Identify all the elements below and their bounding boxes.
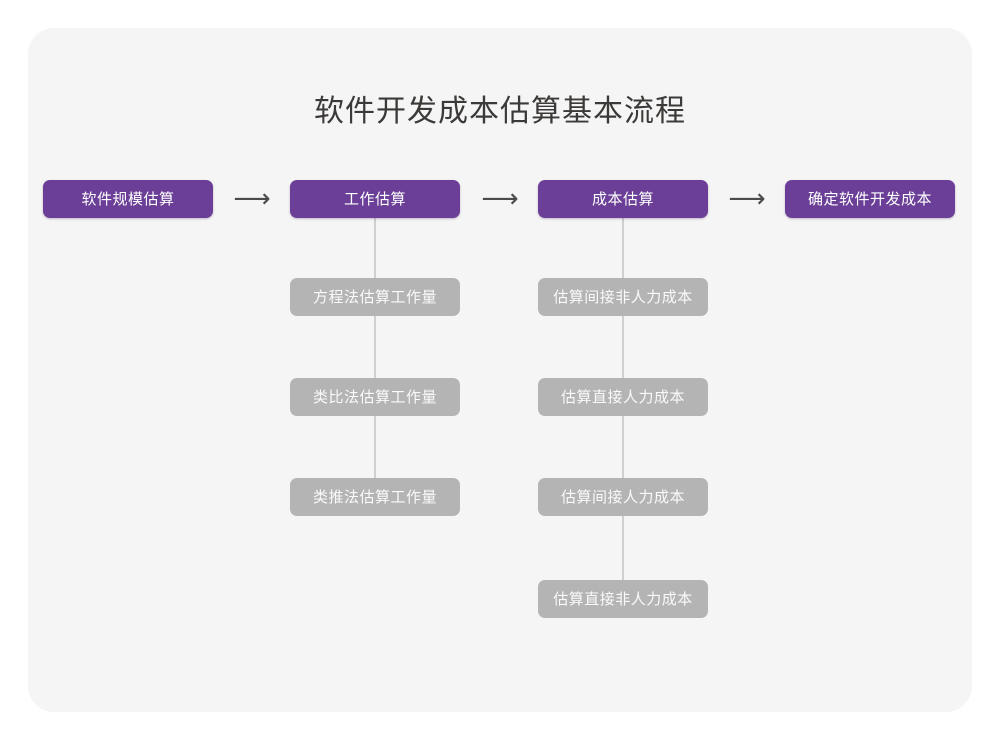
page-title: 软件开发成本估算基本流程 bbox=[314, 95, 686, 128]
arrow-icon-3: ⟶ bbox=[728, 184, 766, 214]
sub-step-equation-method-workload[interactable]: 方程法估算工作量 bbox=[290, 278, 460, 316]
sub-step-indirect-non-labor-cost[interactable]: 估算间接非人力成本 bbox=[538, 278, 708, 316]
arrow-icon-2: ⟶ bbox=[481, 184, 519, 214]
arrow-icon-1: ⟶ bbox=[233, 184, 271, 214]
connector-line-work-estimation bbox=[374, 213, 376, 503]
sub-step-direct-labor-cost[interactable]: 估算直接人力成本 bbox=[538, 378, 708, 416]
sub-step-analogy-method-workload[interactable]: 类比法估算工作量 bbox=[290, 378, 460, 416]
flow-step-work-estimation[interactable]: 工作估算 bbox=[290, 180, 460, 218]
flow-step-determine-development-cost[interactable]: 确定软件开发成本 bbox=[785, 180, 955, 218]
sub-step-inference-method-workload[interactable]: 类推法估算工作量 bbox=[290, 478, 460, 516]
flow-step-software-scale-estimation[interactable]: 软件规模估算 bbox=[43, 180, 213, 218]
flow-step-cost-estimation[interactable]: 成本估算 bbox=[538, 180, 708, 218]
sub-step-indirect-labor-cost[interactable]: 估算间接人力成本 bbox=[538, 478, 708, 516]
sub-step-direct-non-labor-cost[interactable]: 估算直接非人力成本 bbox=[538, 580, 708, 618]
diagram-card bbox=[28, 28, 972, 712]
